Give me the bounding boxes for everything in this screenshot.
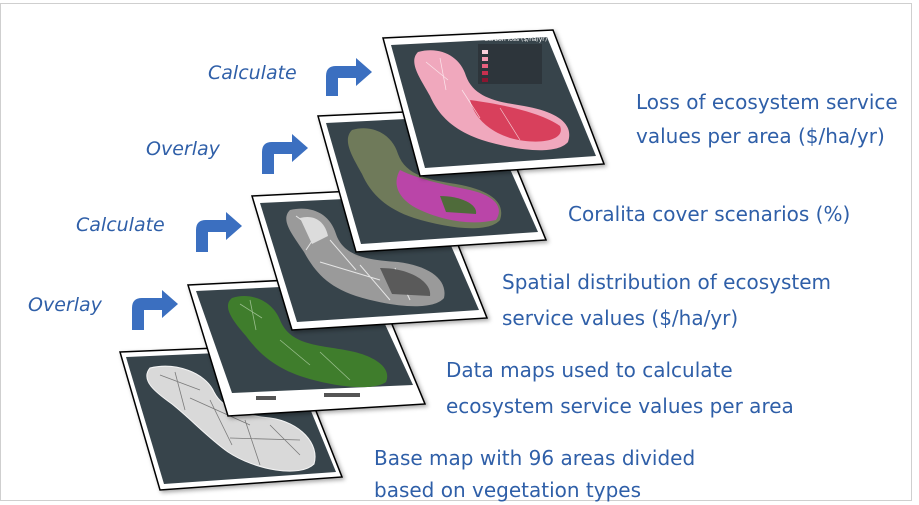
arrow-calculate-top: [326, 58, 372, 96]
map-legend-title: Carbon loss ($/ha/yr): [484, 36, 548, 43]
label-coralita: Coralita cover scenarios (%): [568, 202, 851, 226]
arrow-overlay-low: [132, 290, 178, 330]
label-loss-line2: values per area ($/ha/yr): [636, 124, 885, 148]
label-basemap-line2: based on vegetation types: [374, 478, 642, 502]
label-loss-line1: Loss of ecosystem service: [636, 90, 898, 114]
step-calculate-top: Calculate: [208, 62, 297, 84]
label-datamaps-line2: ecosystem service values per area: [446, 394, 794, 418]
step-calculate-mid: Calculate: [76, 214, 165, 236]
loss-map-sheet: [382, 29, 606, 177]
label-spatial-line1: Spatial distribution of ecosystem: [502, 270, 832, 294]
label-datamaps-line1: Data maps used to calculate: [446, 358, 733, 382]
label-basemap-line1: Base map with 96 areas divided: [374, 446, 696, 470]
arrow-calculate-mid: [196, 212, 242, 252]
slide-border: [0, 3, 912, 501]
step-overlay-low: Overlay: [28, 294, 102, 316]
arrow-overlay-upper: [262, 134, 308, 174]
step-overlay-upper: Overlay: [146, 138, 220, 160]
label-spatial-line2: service values ($/ha/yr): [502, 306, 739, 330]
